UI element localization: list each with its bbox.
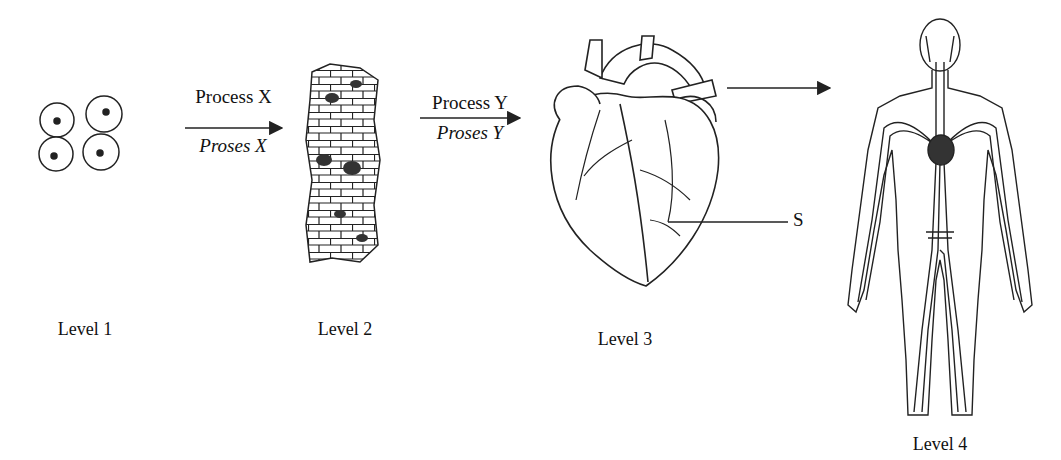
human-body <box>848 19 1032 415</box>
cell <box>39 137 73 171</box>
vessel <box>914 162 940 412</box>
atrium <box>680 96 716 122</box>
vessel <box>858 122 936 302</box>
heart-symbol <box>928 135 954 165</box>
vessel <box>926 36 954 140</box>
part-label: S <box>793 209 804 231</box>
nucleus <box>334 210 346 218</box>
vessel <box>944 122 1022 302</box>
process-arrow <box>420 117 520 119</box>
coronary-vessel <box>620 104 648 282</box>
vessel <box>926 232 954 238</box>
level-node: Level 2 <box>290 55 400 340</box>
nucleus <box>350 80 362 88</box>
level-label: Level 3 <box>596 329 654 350</box>
nucleus <box>343 161 361 175</box>
level-label: Level 1 <box>56 319 114 340</box>
vessel <box>585 40 602 78</box>
head <box>920 19 960 71</box>
process-arrow <box>185 127 282 129</box>
body-outline <box>848 70 1032 415</box>
level-label: Level 4 <box>911 434 969 455</box>
level-node: Level 4 <box>835 15 1045 455</box>
nucleus <box>54 118 60 124</box>
vessel <box>640 36 654 60</box>
nucleus <box>97 150 103 156</box>
cell <box>86 96 122 132</box>
nucleus <box>325 93 339 103</box>
coronary-vessel <box>576 110 690 236</box>
nucleus <box>103 109 109 115</box>
level-node: Level 3 <box>525 30 725 350</box>
nucleus <box>356 234 368 242</box>
cell <box>40 103 74 137</box>
coronary-vessel <box>665 120 672 222</box>
process-label: Proses X <box>199 135 266 157</box>
heart <box>551 36 719 286</box>
tissue <box>306 64 380 262</box>
tissue-outline <box>306 64 380 262</box>
atrium <box>554 86 600 120</box>
process-label: Proses Y <box>437 122 503 144</box>
leader-line <box>668 221 788 222</box>
process-label: Process Y <box>432 92 508 114</box>
cell <box>83 134 119 170</box>
process-arrow <box>727 87 830 89</box>
nucleus <box>51 153 57 159</box>
cells <box>39 96 122 171</box>
level-label: Level 2 <box>316 319 374 340</box>
heart-outline <box>551 93 719 286</box>
process-label: Process X <box>195 86 272 108</box>
nucleus <box>316 154 332 166</box>
vessel <box>940 162 966 412</box>
level-node: Level 1 <box>30 90 140 340</box>
